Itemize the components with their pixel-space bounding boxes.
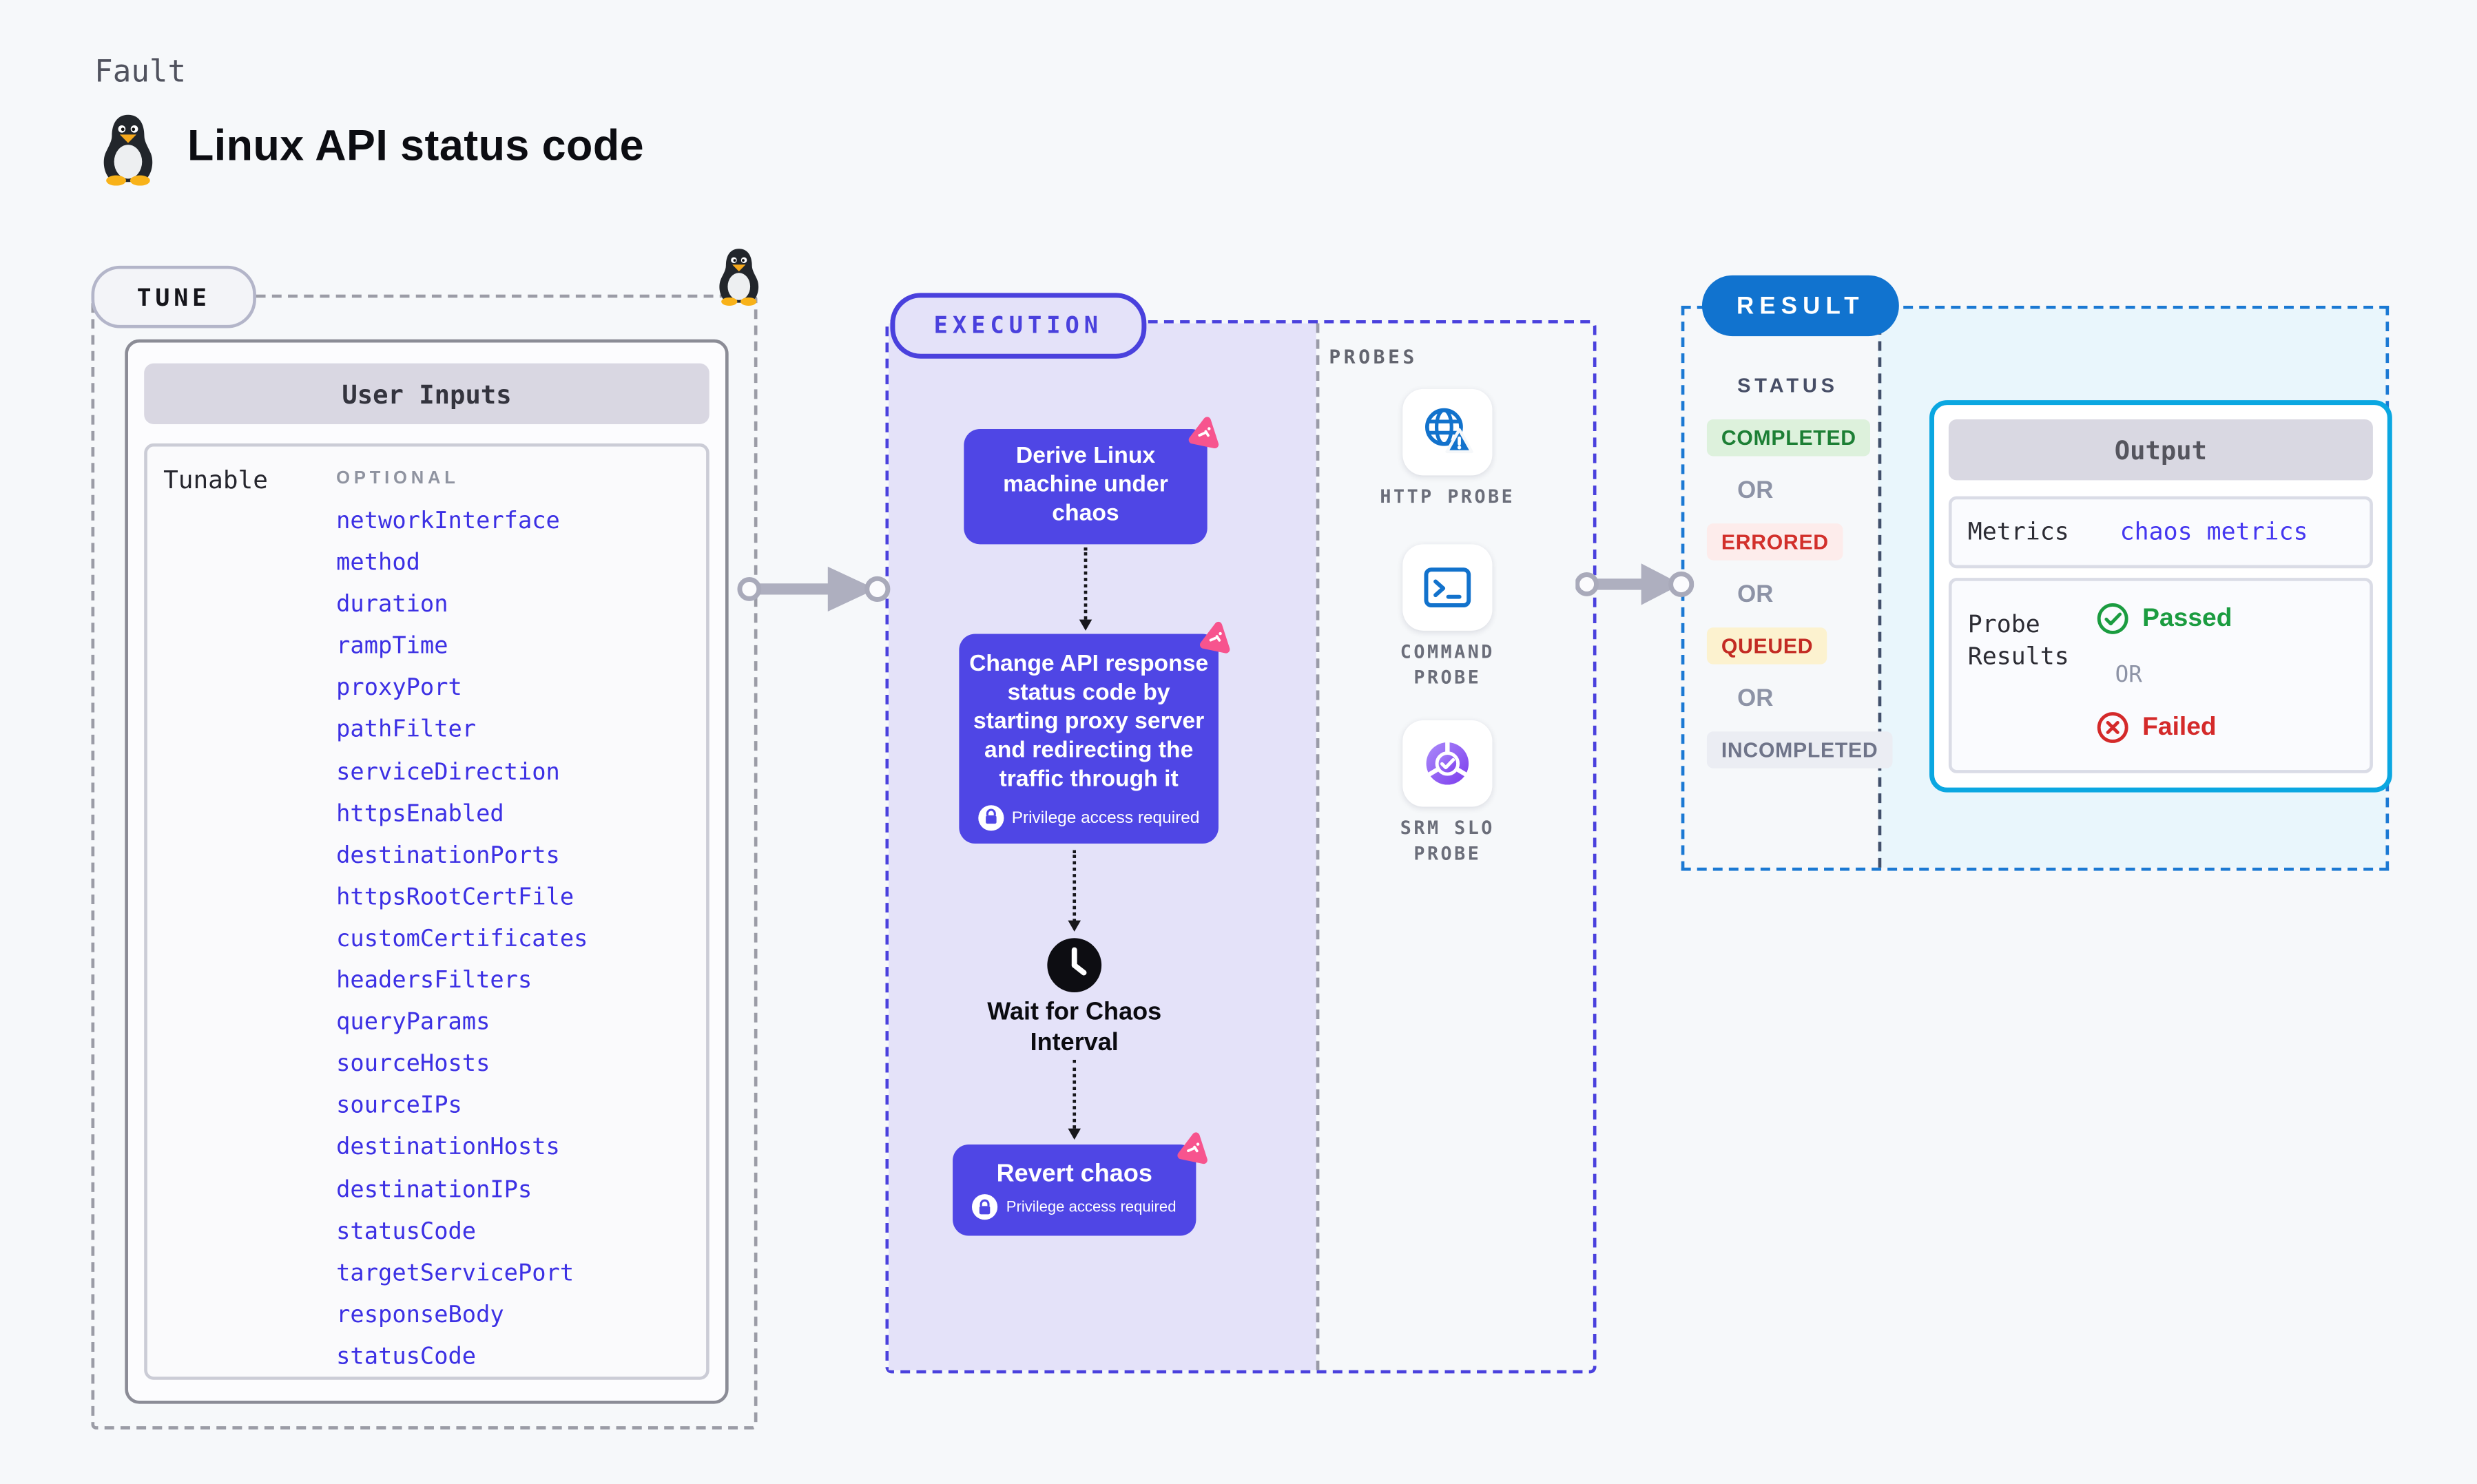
or-label: OR [1737,581,1774,609]
clock-icon [1047,938,1102,993]
tunable-link[interactable]: destinationIPs [336,1177,532,1203]
tunable-row-label: Tunable [163,466,268,495]
command-probe-card [1402,544,1493,631]
status-label: STATUS [1737,374,1838,397]
flow-connector [1067,850,1080,932]
metrics-label: Metrics [1967,516,2069,546]
output-card: Output Metrics chaos metrics Probe Resul… [1929,400,2392,793]
tunable-link[interactable]: destinationPorts [336,843,560,869]
tunable-link[interactable]: method [336,550,420,577]
srm-slo-probe-label: SRM SLO PROBE [1400,816,1495,864]
command-probe-label: COMMAND PROBE [1400,640,1495,688]
http-probe-card [1402,388,1493,476]
privilege-label: Privilege access required [1006,1198,1177,1216]
command-probe-icon [1424,567,1471,607]
linux-penguin-icon [103,114,153,186]
tunable-link[interactable]: httpsRootCertFile [336,885,574,911]
status-badge: QUEUED [1706,627,1828,665]
probe-results-row: Probe Results Passed OR Failed [1948,578,2373,773]
http-probe-icon [1424,408,1473,454]
tunable-link[interactable]: queryParams [336,1010,490,1036]
user-inputs-header: User Inputs [144,363,709,424]
chaos-logo-icon [1177,1132,1208,1164]
step-label: Derive Linux machine under chaos [1003,443,1168,527]
x-circle-icon [2097,712,2128,743]
probes-section-label: PROBES [1329,346,1418,368]
execution-pill: EXECUTION [890,293,1147,359]
user-inputs-body: Tunable OPTIONAL networkInterface method d… [144,443,709,1380]
chaos-logo-icon [1199,621,1230,654]
or-label: OR [1737,477,1774,505]
probes-separator [1316,323,1320,1370]
step-label: Revert chaos [996,1160,1152,1188]
output-header: Output [1948,419,2373,481]
chaos-metrics-link[interactable]: chaos metrics [2120,516,2308,546]
optional-label: OPTIONAL [336,469,459,488]
page-title: Linux API status code [187,121,645,170]
linux-penguin-icon [719,249,759,306]
tunable-link[interactable]: networkInterface [336,509,560,535]
tunable-link[interactable]: duration [336,592,448,618]
lock-icon [977,804,1004,831]
or-label: OR [2115,662,2142,689]
privilege-row: Privilege access required [959,804,1219,831]
privilege-label: Privilege access required [1011,808,1200,828]
tunable-list: networkInterface method duration rampTime pr… [336,501,588,1379]
tunable-link[interactable]: proxyPort [336,676,462,702]
wait-for-chaos-label: Wait for Chaos Interval [987,999,1162,1056]
status-list: COMPLETED OR ERRORED OR QUEUED OR INCOMPLETED [1706,419,1893,791]
tunable-link[interactable]: statusCode [336,1344,477,1370]
result-pill: RESULT [1701,275,1899,337]
tunable-link[interactable]: sourceIPs [336,1094,462,1120]
tunable-link[interactable]: targetServicePort [336,1260,574,1287]
http-probe-label: HTTP PROBE [1380,485,1515,508]
tunable-link[interactable]: customCertificates [336,926,588,952]
check-circle-icon [2097,603,2128,634]
passed-result: Passed [2096,602,2232,636]
tunable-link[interactable]: responseBody [336,1302,504,1328]
step-derive-machine: Derive Linux machine under chaos [964,417,1219,545]
passed-label: Passed [2142,604,2232,632]
failed-result: Failed [2096,711,2217,744]
step-revert-chaos: Revert chaos Privilege access required [953,1132,1208,1236]
lock-icon [972,1194,999,1220]
page-eyebrow: Fault [94,54,187,90]
user-inputs-card: User Inputs Tunable OPTIONAL networkInte… [125,339,729,1404]
flow-arrow-execution-to-result [1575,563,1694,605]
tunable-link[interactable]: rampTime [336,634,448,660]
flow-arrow-tune-to-execution [737,566,891,612]
or-label: OR [1737,684,1774,713]
tunable-link[interactable]: pathFilter [336,718,477,744]
tune-pill: TUNE [91,265,256,328]
status-badge: ERRORED [1706,523,1843,561]
status-badge: COMPLETED [1706,419,1871,457]
flow-connector [1078,547,1092,631]
flow-connector [1067,1059,1080,1140]
step-change-status-code: Change API response status code by start… [959,621,1230,844]
tunable-link[interactable]: statusCode [336,1219,477,1245]
privilege-row: Privilege access required [953,1194,1196,1220]
metrics-row: Metrics chaos metrics [1948,496,2373,569]
step-label: Change API response status code by start… [969,651,1209,793]
tunable-link[interactable]: headersFilters [336,968,532,994]
status-badge: INCOMPLETED [1706,731,1893,769]
tunable-link[interactable]: sourceHosts [336,1052,490,1078]
tunable-link[interactable]: httpsEnabled [336,801,504,827]
tunable-link[interactable]: serviceDirection [336,760,560,786]
srm-slo-probe-card [1402,720,1493,807]
chaos-logo-icon [1188,417,1219,449]
srm-slo-probe-icon [1426,740,1469,785]
probe-results-label: Probe Results [1967,609,2069,671]
tunable-link[interactable]: destinationHosts [336,1136,560,1162]
failed-label: Failed [2142,713,2217,741]
tune-section [91,294,758,1430]
